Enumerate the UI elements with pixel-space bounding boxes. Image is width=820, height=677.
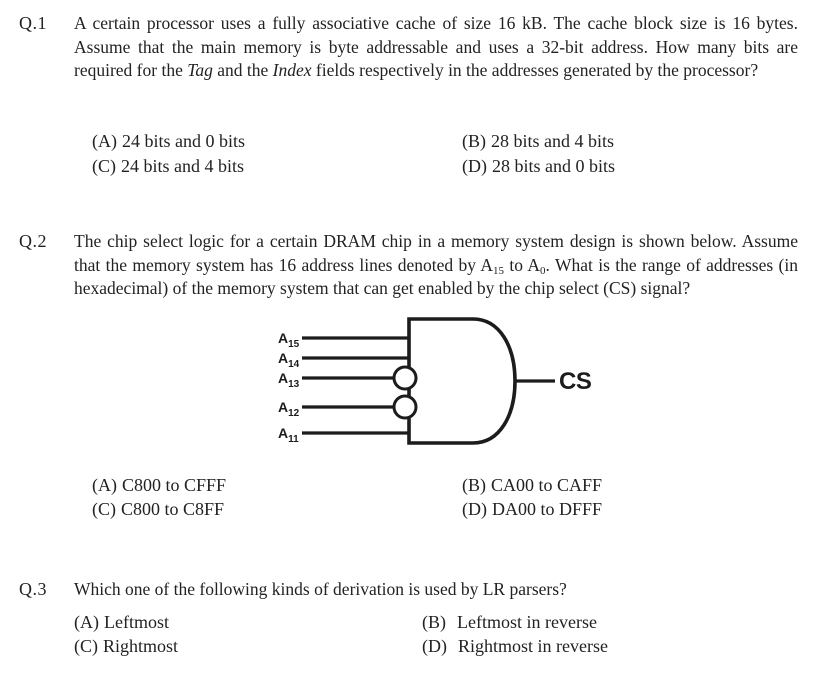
q3-option-a-label: (A): [74, 612, 99, 632]
chip-select-logic-diagram: A15 A14 A13 A12 A11 CS: [276, 306, 598, 456]
q3-number: Q.3: [19, 579, 47, 599]
q2-option-a: (A)C800 to CFFF: [92, 474, 462, 498]
q3-question-text: Which one of the following kinds of deri…: [74, 578, 798, 602]
inverter-bubble-a12: [392, 394, 418, 420]
q1-option-b: (B)28 bits and 4 bits: [462, 129, 615, 154]
q2-option-a-label: (A): [92, 475, 117, 495]
q3-option-d-text: Rightmost in reverse: [458, 635, 608, 656]
q3-option-d: (D) Rightmost in reverse: [422, 635, 608, 659]
q3-option-b-text: Leftmost in reverse: [457, 612, 597, 632]
q2-text-run1: The chip select logic for a certain DRAM…: [74, 231, 798, 275]
q2-option-a-text: C800 to CFFF: [122, 475, 227, 495]
q1-option-c-label: (C): [92, 156, 116, 176]
input-label-a13: A13: [278, 370, 300, 390]
q3-option-c: (C)Rightmost: [74, 635, 422, 659]
q2-option-d-text: DA00 to DFFF: [492, 498, 603, 519]
q2-option-b-text: CA00 to CAFF: [491, 475, 603, 495]
q1-options: (A)24 bits and 0 bits (B)28 bits and 4 b…: [92, 129, 615, 179]
q2-option-c: (C)C800 to C8FF: [92, 498, 462, 522]
q1-option-a-text: 24 bits and 0 bits: [122, 131, 246, 151]
q3-text-run1: Which one of the following kinds of deri…: [74, 579, 567, 599]
q1-number: Q.1: [19, 13, 47, 33]
q2-sub-0: 0: [540, 264, 546, 277]
q1-text-run1: A certain processor uses a fully associa…: [74, 13, 798, 80]
q1-question-text: A certain processor uses a fully associa…: [74, 12, 798, 83]
q1-option-a-label: (A): [92, 131, 117, 151]
q3-option-b-label: (B): [422, 612, 446, 632]
q1-option-d-text: 28 bits and 0 bits: [492, 156, 616, 176]
q2-option-b-label: (B): [462, 475, 486, 495]
q1-italic-index: Index: [272, 60, 312, 80]
q3-option-d-label: (D): [422, 635, 447, 656]
q1-text-run3: fields respectively in the addresses gen…: [311, 60, 759, 80]
q1-option-c-text: 24 bits and 4 bits: [121, 156, 245, 176]
q2-options: (A)C800 to CFFF (B)CA00 to CAFF (C)C800 …: [92, 474, 602, 521]
q3-options: (A)Leftmost (B)Leftmost in reverse (C)Ri…: [74, 611, 608, 658]
input-label-a15: A15: [278, 330, 300, 350]
and-gate-svg: A15 A14 A13 A12 A11 CS: [278, 317, 592, 445]
q1-italic-tag: Tag: [187, 60, 213, 80]
q3-option-c-label: (C): [74, 635, 98, 656]
q3-option-a-text: Leftmost: [104, 612, 169, 632]
q2-option-c-text: C800 to C8FF: [121, 498, 225, 519]
q1-text-run2: and the: [212, 60, 273, 80]
q1-option-b-text: 28 bits and 4 bits: [491, 131, 615, 151]
q2-option-c-label: (C): [92, 498, 116, 519]
input-label-a14: A14: [278, 350, 300, 370]
q2-text-run2: to A: [504, 254, 541, 275]
q1-option-b-label: (B): [462, 131, 486, 151]
q1-option-c: (C)24 bits and 4 bits: [92, 154, 462, 179]
q1-option-d: (D)28 bits and 0 bits: [462, 154, 615, 179]
q2-question-text: The chip select logic for a certain DRAM…: [74, 230, 798, 301]
q2-option-d-label: (D): [462, 498, 487, 519]
and-gate-body: [407, 317, 517, 445]
q2-option-b: (B)CA00 to CAFF: [462, 474, 602, 498]
q2-sub-15: 15: [493, 264, 505, 277]
q2-number: Q.2: [19, 231, 47, 251]
q3-option-b: (B) Leftmost in reverse: [422, 611, 608, 635]
input-label-a11: A11: [278, 425, 299, 445]
q2-option-d: (D)DA00 to DFFF: [462, 498, 602, 522]
q2-text-run3: . What is the range of addresses (in hex…: [74, 254, 798, 299]
q1-option-d-label: (D): [462, 156, 487, 176]
q1-option-a: (A)24 bits and 0 bits: [92, 129, 462, 154]
inverter-bubble-a13: [392, 365, 418, 391]
q3-option-a: (A)Leftmost: [74, 611, 422, 635]
output-label-cs: CS: [559, 368, 592, 395]
input-label-a12: A12: [278, 399, 300, 419]
q3-option-c-text: Rightmost: [103, 635, 179, 656]
